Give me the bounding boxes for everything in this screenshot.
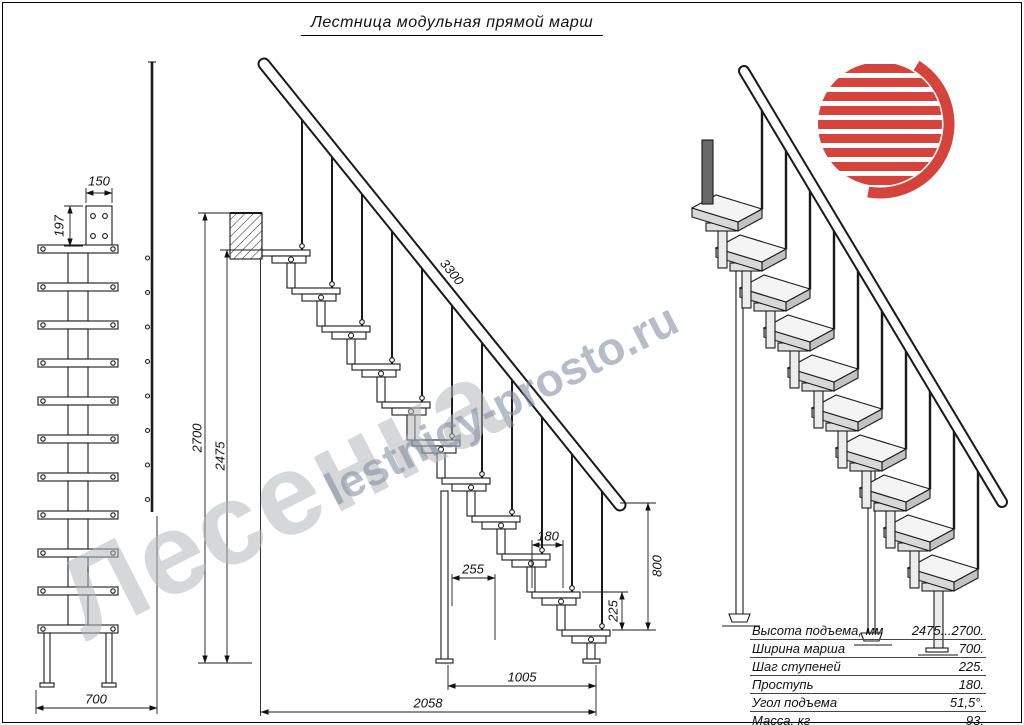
- perspective-view-drawing: [690, 65, 1008, 656]
- side-view-drawing: [198, 57, 656, 716]
- perspective-balusters: [760, 99, 980, 569]
- front-steps-group: [37, 244, 119, 634]
- perspective-top-bracket: [701, 139, 714, 205]
- spec-label: Шаг ступеней: [752, 659, 841, 674]
- front-view-drawing: [35, 61, 158, 714]
- front-legs: [39, 632, 117, 688]
- side-support-posts: [435, 490, 601, 664]
- spec-value: 180.: [958, 677, 984, 692]
- front-baluster-hooks: [144, 255, 151, 503]
- logo-swoosh-arc: [805, 49, 955, 199]
- front-wall-bracket: [85, 205, 113, 247]
- specs-table: Высота подъема, мм 2475...2700. Ширина м…: [750, 622, 986, 725]
- side-handrail: [257, 57, 627, 512]
- spec-label: Угол подъема: [752, 695, 838, 710]
- spec-row-angle: Угол подъема 51,5°.: [750, 694, 986, 712]
- spec-label: Проступь: [752, 677, 814, 692]
- side-balusters: [299, 118, 605, 630]
- spec-value: 700.: [958, 641, 984, 656]
- spec-value: 225.: [958, 659, 984, 674]
- logo-stripes: [818, 64, 942, 185]
- spec-value: 2475...2700.: [911, 623, 984, 638]
- spec-row-step: Шаг ступеней 225.: [750, 658, 986, 676]
- spec-row-width: Ширина марша 700.: [750, 640, 986, 658]
- perspective-handrail: [738, 65, 1008, 508]
- spec-value: 93.: [965, 713, 984, 725]
- spec-row-tread: Проступь 180.: [750, 676, 986, 694]
- side-wall-mount: [229, 212, 263, 260]
- spec-value: 51,5°.: [949, 695, 984, 710]
- side-steps-group: [261, 249, 611, 664]
- perspective-steps-group: [690, 194, 980, 649]
- spec-label: Масса, кг: [752, 713, 811, 725]
- spec-row-mass: Масса, кг 93.: [750, 712, 986, 725]
- spec-label: Ширина марша: [752, 641, 846, 656]
- side-dimension-lines: [198, 212, 656, 716]
- front-dimension-lines: [35, 188, 158, 714]
- brand-logo: [805, 49, 955, 199]
- spec-label: Высота подъема, мм: [752, 623, 884, 638]
- spec-row-height: Высота подъема, мм 2475...2700.: [750, 622, 986, 640]
